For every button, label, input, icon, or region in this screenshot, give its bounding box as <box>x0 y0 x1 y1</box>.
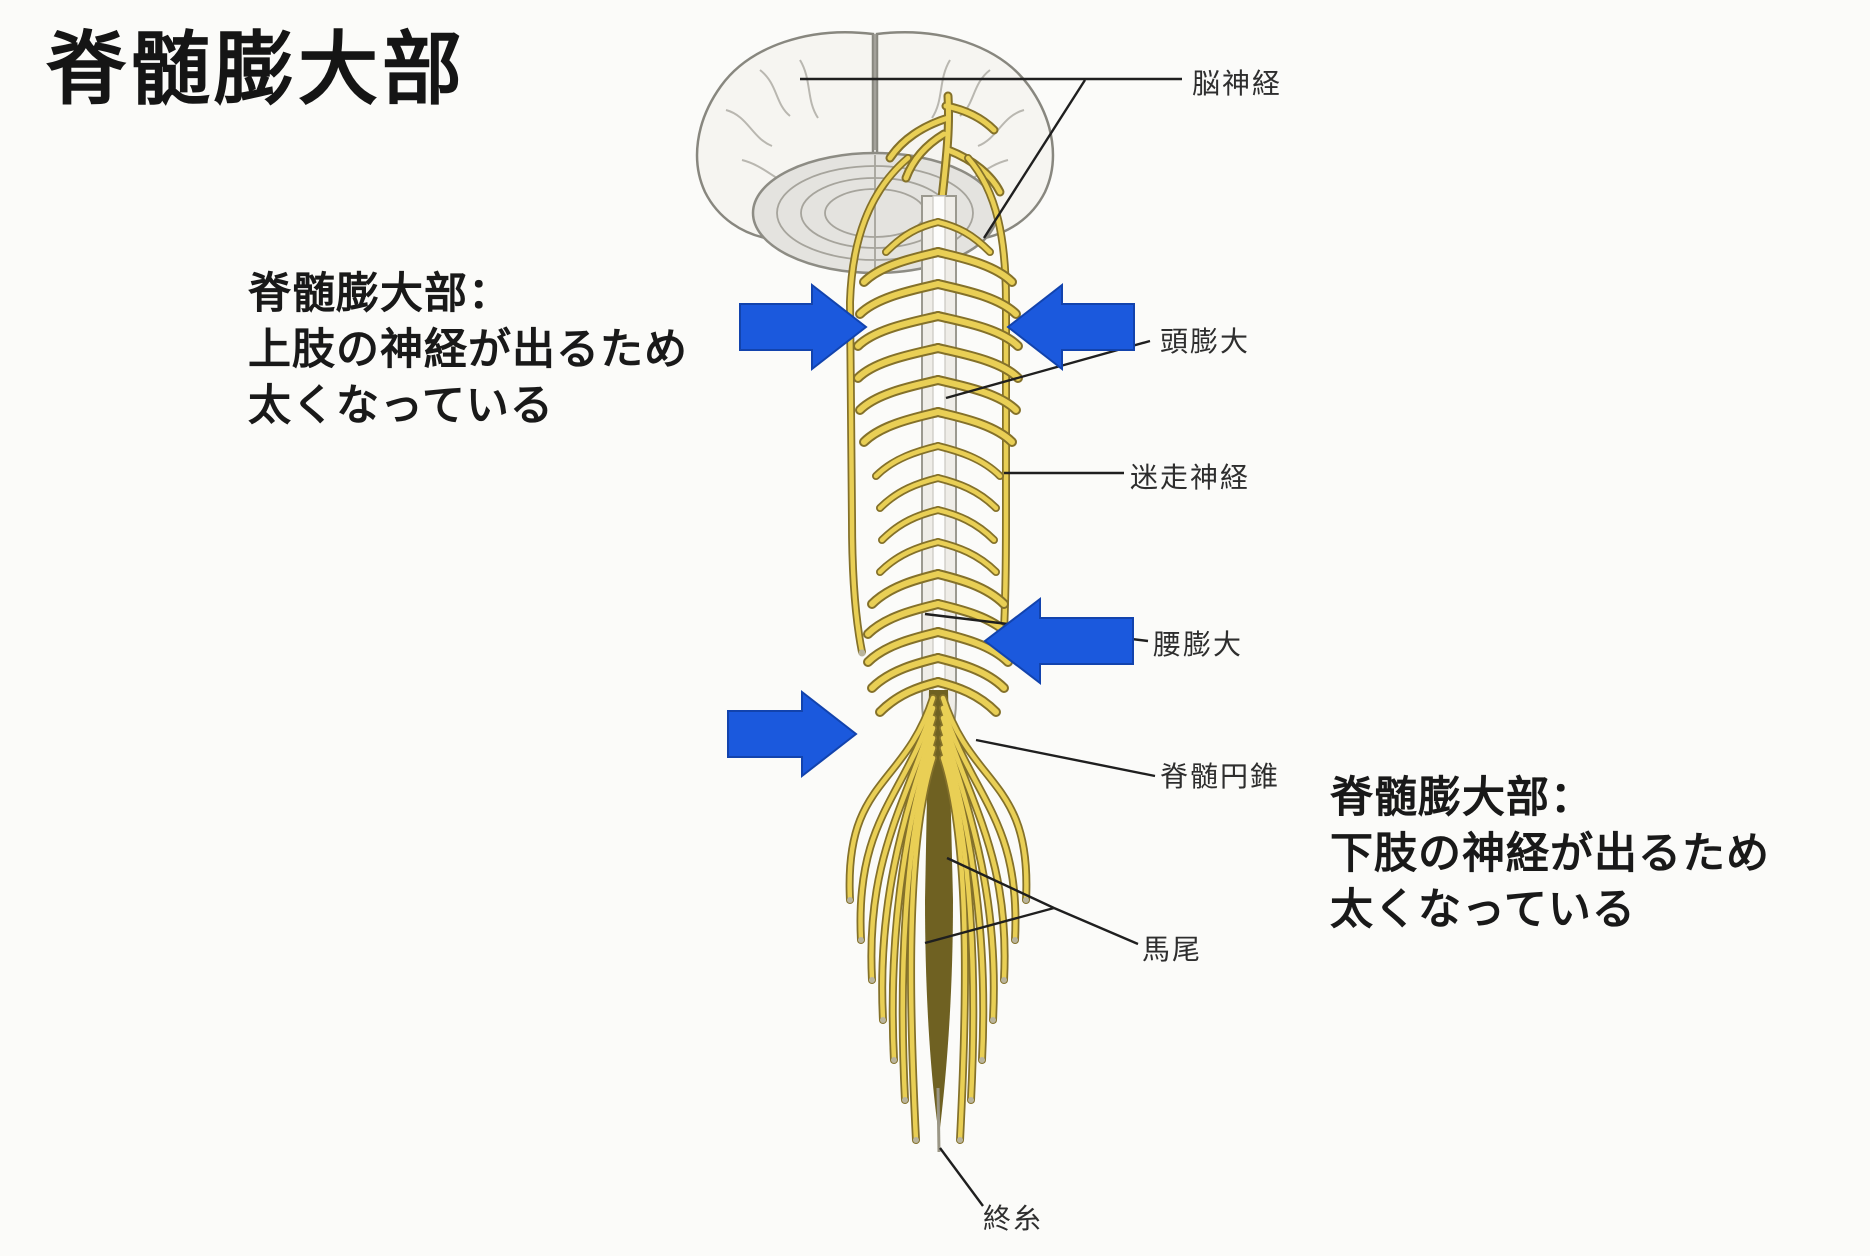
arrow-cervical-right-icon <box>1006 282 1135 372</box>
nerve-root <box>935 345 1021 381</box>
label-filum-terminale: 終糸 <box>983 1202 1044 1235</box>
nerve-root <box>869 571 941 607</box>
nerve-root <box>935 571 1007 607</box>
leader-conus-medullaris <box>975 738 1156 778</box>
nerve-root <box>940 725 997 1023</box>
nerve-root <box>865 601 941 637</box>
nerve-tip <box>957 1137 963 1143</box>
nerve-tip <box>869 977 875 983</box>
label-cauda-equina: 馬尾 <box>1142 933 1203 966</box>
note-line: 太くなっている <box>248 381 554 431</box>
leader-cranial-nerves-2 <box>982 79 1087 239</box>
nerve-tip <box>891 1057 897 1063</box>
nerve-root <box>855 345 941 381</box>
note-upper-limb: 脊髄膨大部： 上肢の神経が出るため 太くなっている <box>248 266 688 434</box>
nerve-root <box>879 507 941 543</box>
arrow-cervical-left-icon <box>739 282 868 372</box>
nerve-root <box>890 735 936 1063</box>
nerve-root <box>900 745 936 1103</box>
nerve-root <box>940 705 1018 943</box>
label-lumbar-enlargement: 腰膨大 <box>1153 628 1244 661</box>
nerve-root <box>879 725 936 1023</box>
note-line: 上肢の神経が出るため <box>248 325 688 375</box>
nerve-tip <box>858 937 864 943</box>
nerve-root <box>877 539 941 575</box>
nerve-root <box>877 475 941 511</box>
nerve-root <box>940 735 986 1063</box>
nerve-tip <box>880 1017 886 1023</box>
nerve-root <box>873 443 941 479</box>
arrows <box>727 282 1135 779</box>
nerve-tip <box>902 1097 908 1103</box>
label-vagus-nerve: 迷走神経 <box>1130 461 1251 494</box>
nerve-root <box>857 377 941 413</box>
nerve-root <box>861 249 941 285</box>
nerve-root <box>940 715 1007 983</box>
nerve-root <box>855 313 941 349</box>
leader-cauda-equina-2 <box>924 906 1055 945</box>
nerve-root <box>858 705 936 943</box>
nerve-root <box>857 281 941 317</box>
note-lower-limb: 脊髄膨大部： 下肢の神経が出るため 太くなっている <box>1330 770 1770 938</box>
nerve-root <box>940 755 968 1143</box>
page-title: 脊髄膨大部 <box>46 23 466 116</box>
nerve-root <box>935 679 999 715</box>
nerve-root <box>877 679 941 715</box>
note-line: 下肢の神経が出るため <box>1330 829 1770 879</box>
cauda-equina-core <box>925 690 953 1136</box>
nerve-root <box>935 219 993 255</box>
nerve-tip <box>979 1057 985 1063</box>
nerve-root <box>861 409 941 445</box>
nerve-root <box>869 715 936 983</box>
nerve-root <box>935 629 1011 665</box>
note-line: 太くなっている <box>1330 885 1636 935</box>
nerve-tip <box>913 1137 919 1143</box>
cauda-equina-strands <box>845 694 1031 1144</box>
nerve-tip <box>990 1017 996 1023</box>
nerve-root <box>847 695 936 903</box>
nerve-root <box>935 443 1003 479</box>
nerve-root <box>935 475 999 511</box>
nerve-root <box>935 313 1021 349</box>
nerve-root <box>883 219 941 255</box>
nerve-root <box>935 281 1019 317</box>
brain-illustration <box>695 31 1055 275</box>
nerve-root <box>935 409 1015 445</box>
nerve-roots <box>853 218 1023 717</box>
note-line: 脊髄膨大部： <box>1330 773 1594 823</box>
nerve-root <box>940 745 976 1103</box>
nerve-root <box>935 249 1015 285</box>
nerve-tip <box>847 897 853 903</box>
arrow-conus-left-icon <box>727 689 858 779</box>
note-line: 脊髄膨大部： <box>248 269 512 319</box>
nerve-tip <box>1001 977 1007 983</box>
leader-lines <box>800 77 1182 1207</box>
nerve-root <box>940 695 1029 903</box>
nerve-tip <box>968 1097 974 1103</box>
label-cranial-nerves: 脳神経 <box>1192 67 1283 100</box>
label-conus-medullaris: 脊髄円錐 <box>1160 760 1281 793</box>
filum-terminale-line <box>936 1087 941 1153</box>
nerve-root <box>908 755 936 1143</box>
label-cervical-enlargement: 頭膨大 <box>1160 325 1251 358</box>
nerve-root <box>869 655 941 691</box>
leader-filum-terminale <box>939 1147 984 1207</box>
nerve-root <box>865 629 941 665</box>
nerve-tip <box>1023 897 1029 903</box>
nerve-root <box>935 507 997 543</box>
nerve-tip <box>1012 937 1018 943</box>
nerve-root <box>935 539 999 575</box>
nerve-root <box>935 655 1007 691</box>
arrow-lumbar-right-icon <box>983 596 1134 686</box>
